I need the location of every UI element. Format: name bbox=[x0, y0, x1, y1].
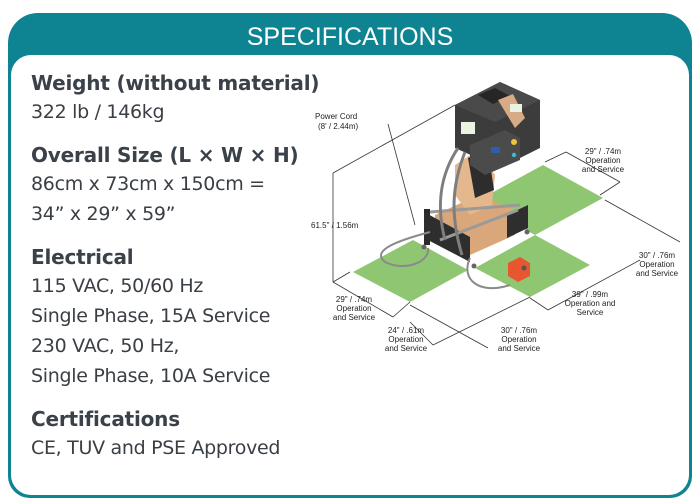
svg-text:29" / .74m: 29" / .74m bbox=[336, 295, 373, 304]
dimension-lines bbox=[332, 104, 681, 349]
dim-bottom-left: 24" / .61m Operation and Service bbox=[385, 326, 428, 353]
machine-footprint-diagram: Power Cord (8' / 2.44m) 61.5" / 1.56m 29… bbox=[311, 82, 681, 353]
spec-value: Single Phase, 15A Service bbox=[31, 305, 271, 327]
spec-list: Weight (without material) 322 lb / 146kg… bbox=[31, 69, 331, 477]
spec-label: Overall Size (L × W × H) bbox=[31, 143, 299, 167]
power-cord-length: (8' / 2.44m) bbox=[318, 122, 359, 131]
dim-right: 30" / .76m Operation and Service bbox=[636, 251, 679, 278]
height-label: 61.5" / 1.56m bbox=[311, 221, 359, 230]
spec-value: 115 VAC, 50/60 Hz bbox=[31, 275, 204, 297]
svg-text:Service: Service bbox=[577, 308, 604, 317]
svg-text:Operation and: Operation and bbox=[565, 299, 616, 308]
dim-right-lower: 39" / .99m Operation and Service bbox=[565, 290, 616, 317]
svg-text:30" / .76m: 30" / .76m bbox=[639, 251, 676, 260]
spec-value: 86cm x 73cm x 150cm = bbox=[31, 173, 265, 195]
spec-value: 34” x 29” x 59” bbox=[31, 203, 176, 225]
svg-text:and Service: and Service bbox=[582, 165, 625, 174]
svg-text:Operation: Operation bbox=[388, 335, 423, 344]
svg-text:Operation: Operation bbox=[336, 304, 371, 313]
dim-bottom-right: 30" / .76m Operation and Service bbox=[498, 326, 541, 353]
svg-text:Operation: Operation bbox=[585, 156, 620, 165]
spec-label: Electrical bbox=[31, 245, 134, 269]
spec-value: 230 VAC, 50 Hz, bbox=[31, 335, 180, 357]
service-zone-front-right bbox=[475, 235, 590, 297]
dim-top-right: 29" / .74m Operation and Service bbox=[582, 147, 625, 174]
svg-text:and Service: and Service bbox=[498, 344, 541, 353]
machine-illustration bbox=[380, 82, 540, 290]
svg-text:Operation: Operation bbox=[501, 335, 536, 344]
specifications-header: SPECIFICATIONS bbox=[246, 22, 454, 51]
specifications-card: SPECIFICATIONS Weight (without material)… bbox=[8, 13, 692, 498]
spec-electrical: Electrical 115 VAC, 50/60 Hz Single Phas… bbox=[31, 243, 331, 391]
svg-text:and Service: and Service bbox=[333, 313, 376, 322]
power-cord-label: Power Cord bbox=[315, 112, 357, 121]
spec-value: 322 lb / 146kg bbox=[31, 101, 165, 123]
svg-text:and Service: and Service bbox=[385, 344, 428, 353]
svg-text:30" / .76m: 30" / .76m bbox=[501, 326, 538, 335]
spec-label: Certifications bbox=[31, 407, 180, 431]
svg-text:29" / .74m: 29" / .74m bbox=[585, 147, 622, 156]
svg-text:39" / .99m: 39" / .99m bbox=[572, 290, 609, 299]
spec-value: CE, TUV and PSE Approved bbox=[31, 437, 281, 459]
svg-text:24" / .61m: 24" / .61m bbox=[388, 326, 425, 335]
spec-overall-size: Overall Size (L × W × H) 86cm x 73cm x 1… bbox=[31, 141, 331, 229]
svg-text:Operation: Operation bbox=[639, 260, 674, 269]
spec-value: Single Phase, 10A Service bbox=[31, 365, 271, 387]
spec-certifications: Certifications CE, TUV and PSE Approved bbox=[31, 405, 331, 463]
service-zone-front-left bbox=[353, 240, 468, 302]
dim-left: 29" / .74m Operation and Service bbox=[333, 295, 376, 322]
foot-pedal-icon bbox=[508, 257, 530, 282]
specifications-body: Weight (without material) 322 lb / 146kg… bbox=[11, 55, 689, 495]
svg-text:and Service: and Service bbox=[636, 269, 679, 278]
spec-label: Weight (without material) bbox=[31, 71, 320, 95]
spec-weight: Weight (without material) 322 lb / 146kg bbox=[31, 69, 331, 127]
